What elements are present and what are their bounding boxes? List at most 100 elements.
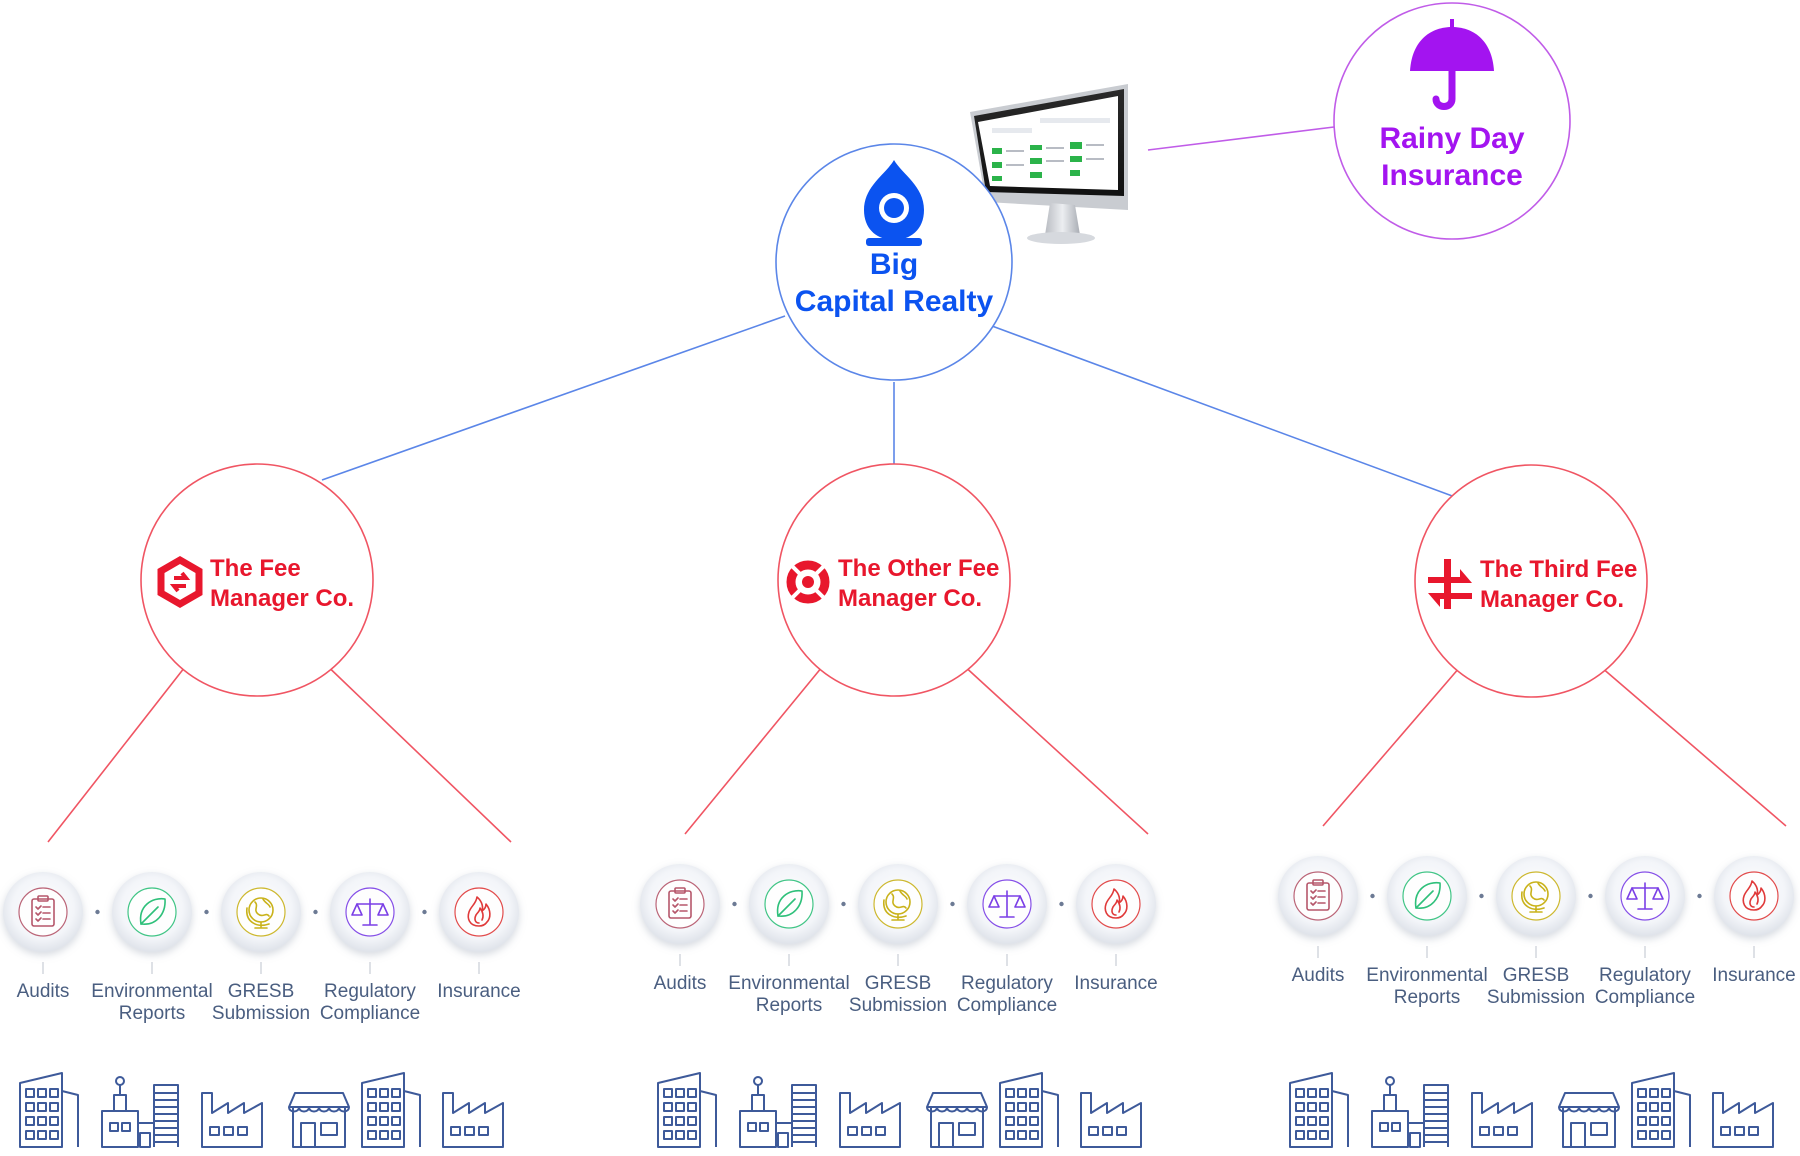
office-window: [367, 1088, 377, 1098]
service-label: Insurance: [1074, 973, 1157, 994]
office-window: [1017, 1130, 1027, 1140]
service-label-line: Reports: [119, 1003, 186, 1024]
clipboard-checklist-icon: [31, 895, 55, 927]
service-item[interactable]: Insurance: [437, 872, 521, 1002]
office-window: [1319, 1130, 1329, 1140]
office-window: [1029, 1102, 1039, 1112]
store-window: [320, 1122, 338, 1136]
service-label: Audits: [17, 981, 70, 1002]
root-title-line: Big: [870, 248, 918, 281]
service-separator-dot: [1059, 901, 1064, 907]
office-building-icon: [1631, 1072, 1691, 1148]
manager-title-line: The Other Fee: [838, 555, 999, 582]
service-ring: [873, 879, 923, 929]
check-mark: [672, 909, 679, 914]
service-label-line: Insurance: [437, 981, 520, 1002]
office-window: [687, 1088, 697, 1098]
service-label-line: Compliance: [1595, 987, 1695, 1008]
service-item[interactable]: Audits: [1278, 856, 1358, 986]
manager-service-link: [47, 668, 184, 843]
factory-window: [1102, 1126, 1113, 1136]
service-ring: [236, 887, 286, 937]
office-window: [1005, 1102, 1015, 1112]
globe-land: [254, 898, 271, 917]
office-window: [25, 1116, 35, 1126]
scale-pans: [988, 895, 1026, 908]
tower-high: [791, 1084, 817, 1147]
balance-scale-icon: [351, 898, 389, 926]
factory-icon: [442, 1092, 504, 1148]
office-outline: [657, 1072, 717, 1148]
factory-window: [478, 1126, 489, 1136]
flame-inner: [474, 907, 484, 924]
tower-window: [1391, 1122, 1401, 1132]
office-window: [1319, 1116, 1329, 1126]
office-window: [1295, 1088, 1305, 1098]
storefront-icon: [1558, 1092, 1620, 1148]
manager-title-line: Manager Co.: [1480, 586, 1624, 613]
factory-outline: [1712, 1092, 1774, 1148]
office-window: [1649, 1116, 1659, 1126]
service-ring: [1293, 871, 1343, 921]
office-window: [1017, 1088, 1027, 1098]
manager-title-line: The Third Fee: [1480, 556, 1637, 583]
store-door: [1570, 1122, 1586, 1148]
office-window: [49, 1088, 59, 1098]
root-manager-link: [321, 315, 786, 481]
service-separator-dot: [732, 901, 737, 907]
balance-scale-icon: [1626, 882, 1664, 910]
lifebuoy-gap: [790, 588, 802, 600]
building-drop-logo-icon: [864, 160, 924, 246]
manager-node-circle: [1414, 464, 1648, 698]
service-item[interactable]: Insurance: [1712, 856, 1796, 986]
service-item[interactable]: Audits: [640, 864, 720, 994]
lifebuoy-gap: [790, 564, 802, 576]
service-separator-dot: [95, 909, 100, 915]
office-window: [37, 1088, 47, 1098]
service-label: Insurance: [437, 981, 520, 1002]
office-window: [1029, 1116, 1039, 1126]
office-window: [1319, 1088, 1329, 1098]
root-title-line: Capital Realty: [795, 285, 994, 318]
swap-arrow-bottom: [1428, 593, 1472, 607]
swap-bar: [1444, 559, 1451, 609]
office-window: [1307, 1130, 1317, 1140]
tower-low: [101, 1085, 139, 1148]
office-window: [367, 1130, 377, 1140]
service-item[interactable]: Audits: [3, 872, 83, 1002]
office-window: [1017, 1116, 1027, 1126]
factory-window: [861, 1126, 872, 1136]
service-item[interactable]: Insurance: [1074, 864, 1158, 994]
office-window: [663, 1102, 673, 1112]
factory-window: [875, 1126, 886, 1136]
manager-title-line: The Fee: [210, 555, 301, 582]
office-window: [1005, 1116, 1015, 1126]
office-window: [49, 1130, 59, 1140]
office-window: [379, 1102, 389, 1112]
office-outline: [999, 1072, 1059, 1148]
tower-link: [137, 1122, 154, 1147]
factory-icon: [1080, 1092, 1142, 1148]
service-label-line: GRESB: [865, 973, 932, 994]
office-window: [1661, 1102, 1671, 1112]
office-window: [1637, 1116, 1647, 1126]
store-door: [300, 1122, 316, 1148]
office-window: [25, 1102, 35, 1112]
